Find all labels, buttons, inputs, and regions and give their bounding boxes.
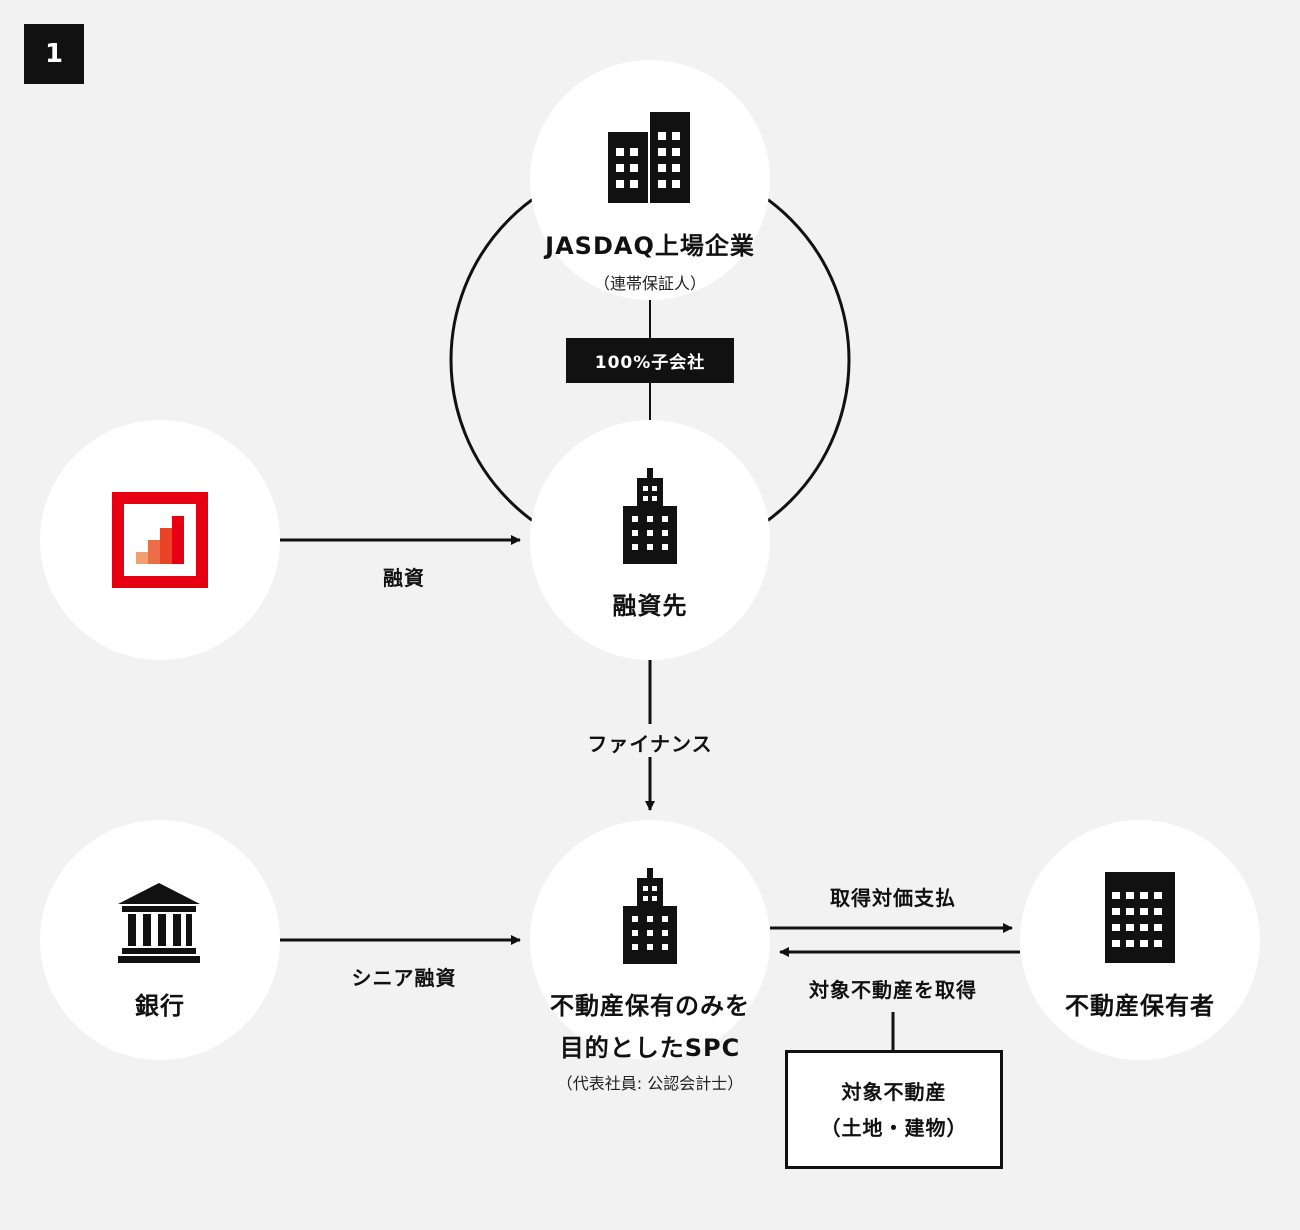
payment-label: 取得対価支払 xyxy=(830,886,956,910)
spc-sub: （代表社員: 公認会計士） xyxy=(556,1074,744,1093)
senior-loan-label: シニア融資 xyxy=(351,966,457,990)
tower-building-icon xyxy=(623,468,677,564)
figure-number-badge: 1 xyxy=(24,24,84,84)
borrower-title: 融資先 xyxy=(612,592,688,620)
lender-logo-icon xyxy=(112,492,208,588)
property-line1: 対象不動産 xyxy=(841,1079,947,1104)
acquire-label: 対象不動産を取得 xyxy=(809,978,977,1002)
spc-title-line2: 目的としたSPC xyxy=(559,1034,741,1062)
owner-building-icon xyxy=(1105,872,1175,963)
loan-label: 融資 xyxy=(383,566,425,590)
bank-icon xyxy=(118,883,200,963)
finance-label: ファイナンス xyxy=(587,732,713,756)
listed-company-sub: （連帯保証人） xyxy=(593,274,707,293)
bank-title: 銀行 xyxy=(135,992,185,1020)
listed-company-title: JASDAQ上場企業 xyxy=(545,232,755,260)
property-line2: （土地・建物） xyxy=(820,1115,968,1140)
subsidiary-label: 100%子会社 xyxy=(566,338,734,383)
owner-title: 不動産保有者 xyxy=(1065,992,1215,1020)
spc-building-icon xyxy=(623,868,677,964)
property-box: 対象不動産 （土地・建物） xyxy=(785,1050,1003,1169)
twin-buildings-icon xyxy=(608,112,690,203)
spc-title-line1: 不動産保有のみを xyxy=(550,992,750,1020)
